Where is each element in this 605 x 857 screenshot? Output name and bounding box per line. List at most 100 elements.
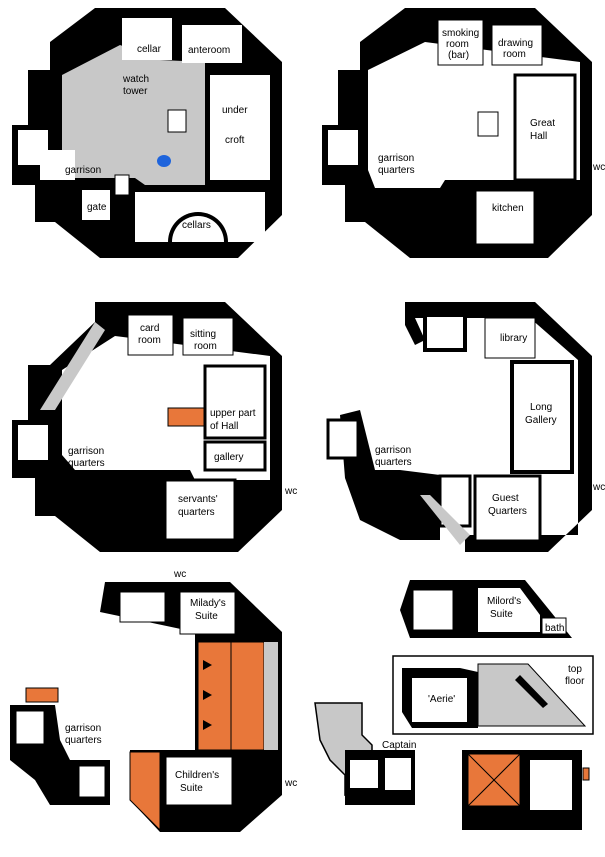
label-cellars: cellars (182, 220, 211, 231)
ground-anteroom (182, 25, 242, 63)
label-card-room: room (138, 335, 161, 346)
label-sitting: sitting (190, 329, 216, 340)
third-walkway (420, 495, 470, 545)
third-left-wing (340, 410, 440, 540)
label-garrison: garrison (65, 165, 101, 176)
label-wc-left: wc (347, 121, 360, 132)
roof-tower-room (530, 760, 572, 810)
second-upper-hall (203, 364, 267, 440)
label-sitting-room: room (194, 341, 217, 352)
label-drawing-room: room (503, 49, 526, 60)
roof-tower-diagonal-2 (467, 753, 521, 807)
plan-first-floor: smoking room (bar) drawing room wc Great… (322, 8, 605, 258)
fourth-children-roof (129, 751, 161, 832)
label-captain: Captain (382, 740, 416, 751)
label-drawing: drawing (498, 38, 533, 49)
ground-cellar-tower (132, 18, 160, 42)
plan-second-floor: card room sitting room upper part of Hal… (12, 302, 297, 552)
ground-gate (82, 190, 110, 220)
label-tower: tower (123, 86, 148, 97)
third-long-gallery (510, 360, 574, 474)
fourth-left-roof (25, 687, 59, 703)
label-servants-quarters: quarters (178, 507, 215, 518)
label-long: Long (530, 402, 552, 413)
fourth-miladys-suite (179, 591, 236, 635)
plan-fifth-floor: Milord's Suite bath top floor 'Aerie' Ca… (314, 580, 594, 830)
roof-tower-chimney (582, 767, 590, 781)
second-hall-roof-opening (167, 407, 205, 427)
label-garrison-1: garrison (378, 153, 414, 164)
label-bar: (bar) (448, 50, 469, 61)
ground-stairs (167, 109, 187, 133)
ground-under-croft (210, 75, 270, 180)
plan-ground-floor: cellar anteroom watch tower under croft … (12, 8, 282, 258)
fourth-roof-vent-2 (203, 690, 212, 700)
second-gallery (203, 440, 267, 472)
label-bath: bath (545, 623, 564, 634)
fourth-roof-right (230, 641, 265, 751)
plan-third-floor: library Long Gallery garrison quarters G… (326, 302, 605, 552)
label-servants: servants' (178, 494, 218, 505)
label-upper-part: upper part (210, 408, 256, 419)
first-left-tower (328, 130, 358, 165)
label-childrens-suite: Suite (180, 783, 203, 794)
second-left-tower (18, 425, 48, 460)
fifth-milords-suite (478, 588, 540, 632)
label-top: top (568, 664, 582, 675)
label-miladys-suite: Suite (195, 611, 218, 622)
fourth-roof-vent-3 (203, 720, 212, 730)
third-library (484, 317, 536, 359)
label-great: Great (530, 118, 555, 129)
third-left-tower (326, 418, 360, 460)
first-smoking-room (437, 19, 484, 66)
label-gallery: gallery (214, 452, 243, 463)
label-cellar: cellar (137, 44, 162, 55)
ground-courtyard (62, 45, 205, 185)
label-library: library (500, 333, 527, 344)
top-floor-aerie (412, 678, 467, 722)
first-drawing-room (491, 24, 543, 66)
label-quarters-4: quarters (65, 735, 102, 746)
label-hall: Hall (530, 131, 547, 142)
ground-cellar-arch-inner (172, 216, 224, 242)
label-gallery-3: Gallery (525, 415, 557, 426)
label-childrens: Children's (175, 770, 219, 781)
plan-fourth-floor: wc Milady's Suite garrison quarters Chil… (10, 569, 297, 832)
ground-left-tower (18, 130, 48, 165)
label-wc-top: wc (173, 569, 186, 580)
fourth-roof-left (197, 641, 232, 751)
fourth-left-tower-room (13, 708, 47, 747)
second-sitting-room (182, 317, 234, 356)
ground-stairs-2 (114, 174, 130, 196)
label-milords: Milord's (487, 596, 521, 607)
fourth-side-grey (264, 642, 278, 750)
label-wc-2: wc (284, 486, 297, 497)
label-quarters-1: quarters (378, 165, 415, 176)
label-of-hall: of Hall (210, 421, 238, 432)
ground-well (157, 155, 171, 167)
fifth-left-tower (412, 589, 454, 631)
second-walkway (40, 322, 105, 410)
label-croft: croft (225, 135, 245, 146)
fourth-left-lower-room (76, 763, 108, 800)
label-quarters-2: quarters (68, 458, 105, 469)
label-under: under (222, 105, 248, 116)
label-garrison-4: garrison (65, 723, 101, 734)
label-smoking-room: room (446, 39, 469, 50)
fifth-bath (541, 617, 567, 635)
captain-room (385, 758, 411, 790)
second-servants-quarters (163, 478, 237, 542)
label-garrison-3: garrison (375, 445, 411, 456)
label-aerie: 'Aerie' (428, 694, 455, 705)
label-milords-suite: Suite (490, 609, 513, 620)
captain-tower (350, 760, 378, 788)
first-stairs (477, 111, 499, 137)
third-guest-quarters (473, 474, 542, 543)
label-wc-4: wc (284, 778, 297, 789)
label-quarters-3: quarters (375, 457, 412, 468)
label-card: card (140, 323, 159, 334)
label-anteroom: anteroom (188, 45, 230, 56)
label-guest: Guest (492, 493, 519, 504)
fourth-left-top-tower (119, 591, 166, 623)
top-floor-skylight (515, 675, 548, 708)
